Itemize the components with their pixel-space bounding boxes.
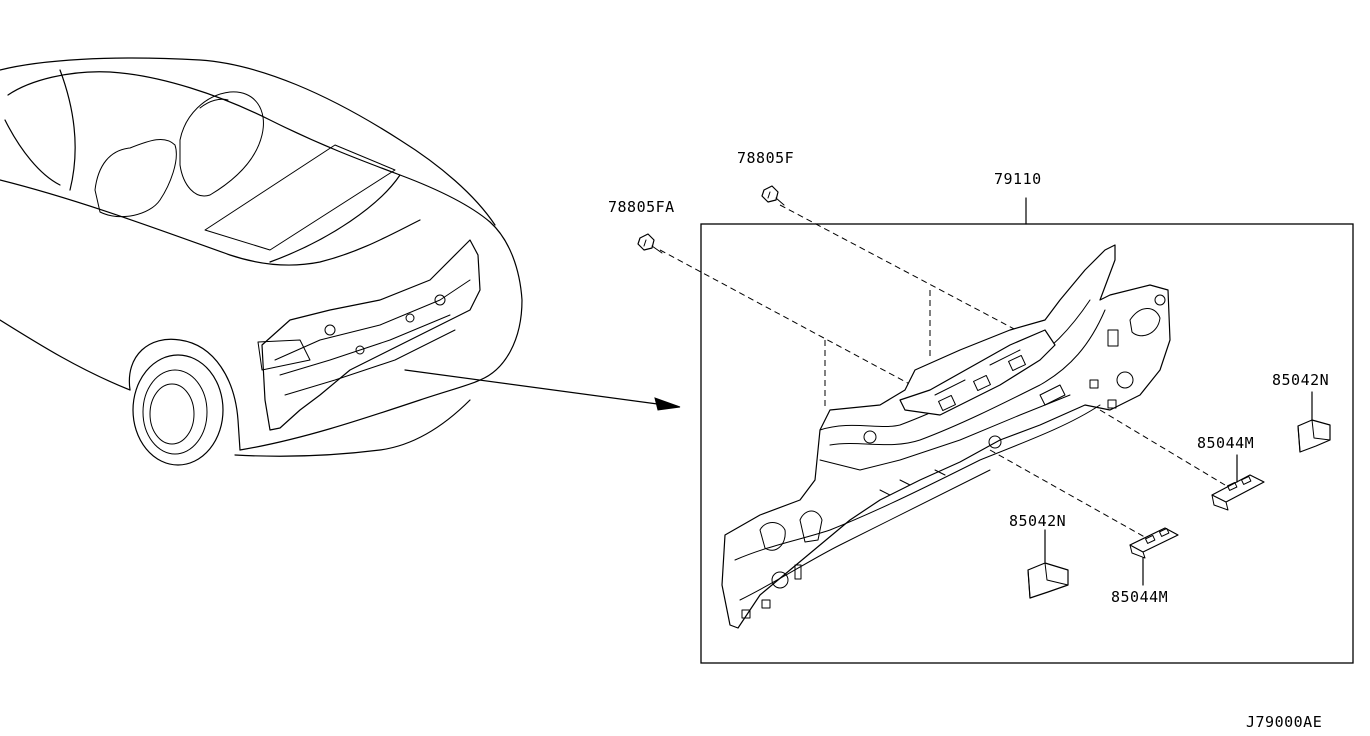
bracket-icon-right-top [1297, 391, 1331, 453]
dashed-leaders [659, 204, 1226, 541]
label-bracket-right-top: 85042N [1272, 371, 1329, 389]
vehicle-rear-view-icon [0, 57, 523, 466]
clip-icon-78805F [761, 185, 785, 206]
label-panel: 79110 [994, 170, 1042, 188]
bracket-icon-right-mid [1211, 454, 1265, 511]
bracket-icon-center [1027, 529, 1069, 599]
bracket-icon-center-bottom [1129, 527, 1179, 586]
label-bracket-right-mid: 85044M [1197, 434, 1254, 452]
clip-icon-78805FA [637, 233, 663, 254]
callout-arrow-icon [404, 369, 681, 411]
label-clip-upper: 78805F [737, 149, 794, 167]
label-clip-left: 78805FA [608, 198, 675, 216]
detail-frame [700, 223, 1354, 664]
label-bracket-center: 85042N [1009, 512, 1066, 530]
rear-panel-icon [721, 244, 1171, 629]
diagram-code: J79000AE [1246, 713, 1322, 731]
label-bracket-center-bottom: 85044M [1111, 588, 1168, 606]
